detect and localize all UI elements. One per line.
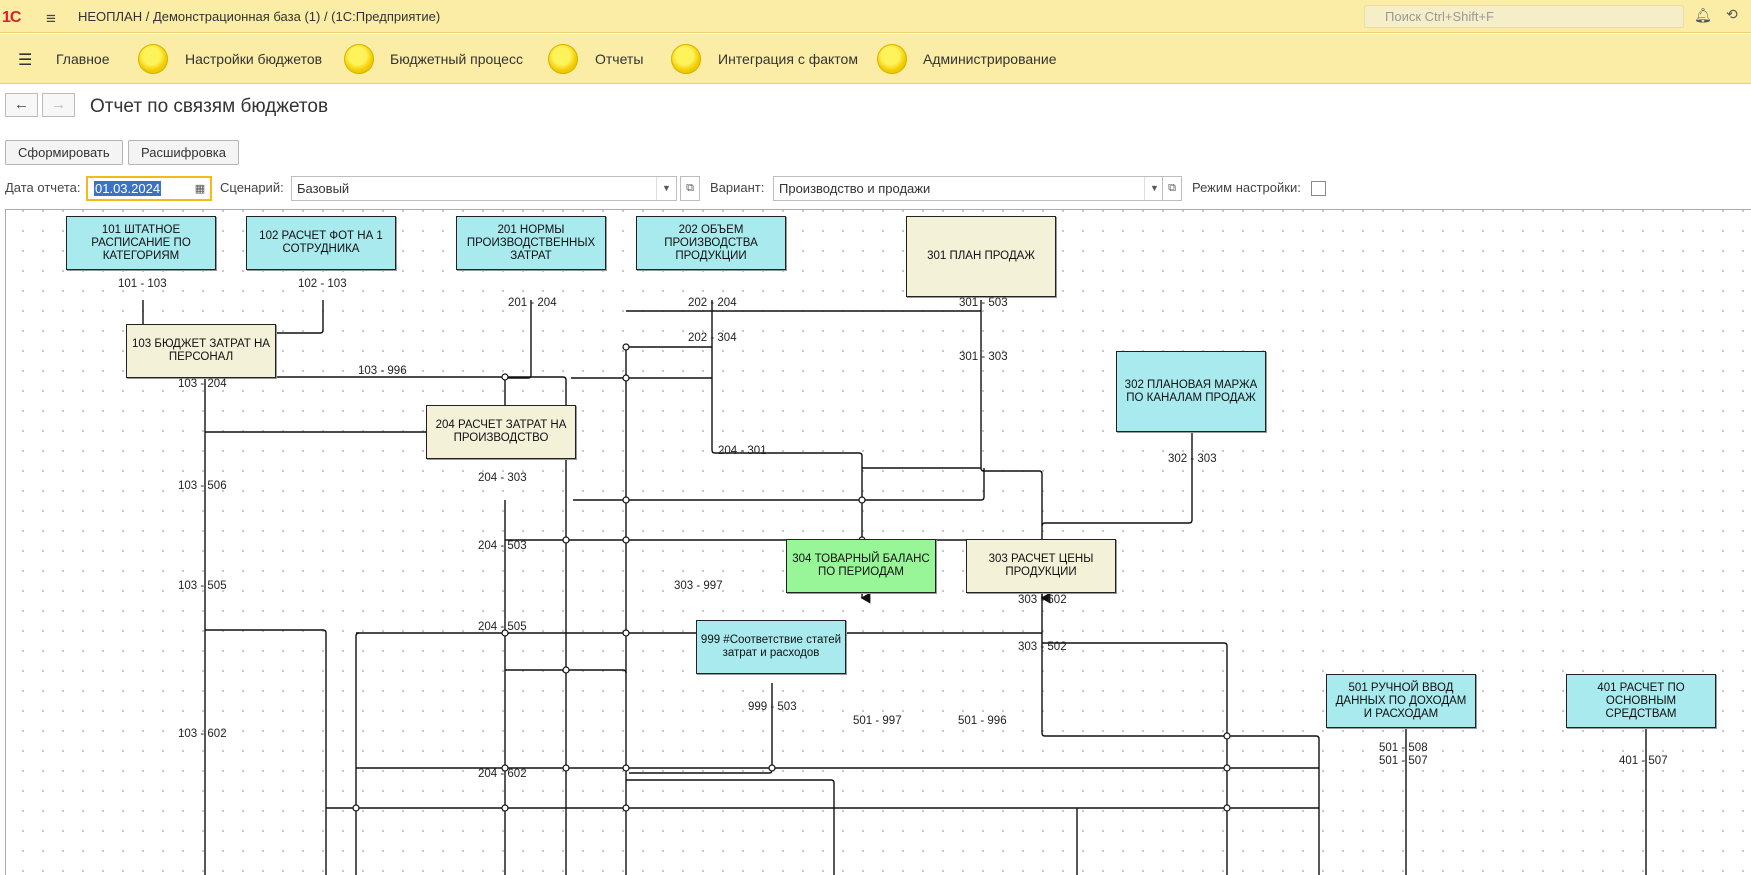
edge-label: 301 - 503 (959, 297, 1008, 309)
window-title: НЕОПЛАН / Демонстрационная база (1) / (1… (78, 9, 441, 24)
edge-label: 201 - 204 (508, 297, 557, 309)
variant-field[interactable]: Производство и продажи ▼ (773, 176, 1165, 201)
section-reports[interactable]: Отчеты (595, 51, 644, 67)
edge-label: 103 - 506 (178, 480, 227, 492)
edge-label: 202 - 304 (688, 332, 737, 344)
diagram-node-101[interactable]: 101 ШТАТНОЕ РАСПИСАНИЕ ПО КАТЕГОРИЯМ (66, 216, 216, 270)
edge-label: 204 - 303 (478, 472, 527, 484)
diagram-node-103[interactable]: 103 БЮДЖЕТ ЗАТРАТ НА ПЕРСОНАЛ (126, 324, 276, 378)
variant-open-icon[interactable]: ⧉ (1162, 176, 1182, 201)
edge-label: 501 - 996 (958, 715, 1007, 727)
edge-label: 303 - 602 (1018, 594, 1067, 606)
diagram-node-204[interactable]: 204 РАСЧЕТ ЗАТРАТ НА ПРОИЗВОДСТВО (426, 405, 576, 459)
notifications-bell-icon[interactable]: 🔔︎ (1694, 7, 1712, 23)
diagram-node-301[interactable]: 301 ПЛАН ПРОДАЖ (906, 216, 1056, 297)
diagram-canvas[interactable]: 101 ШТАТНОЕ РАСПИСАНИЕ ПО КАТЕГОРИЯМ 102… (5, 209, 1751, 875)
variant-value: Производство и продажи (779, 181, 931, 196)
section-budget-process-icon[interactable] (344, 44, 374, 74)
edge-label: 204 - 301 (718, 445, 767, 457)
section-budget-settings-icon[interactable] (138, 44, 168, 74)
edge-label: 103 - 505 (178, 580, 227, 592)
section-budget-settings[interactable]: Настройки бюджетов (185, 51, 323, 67)
diagram-node-303[interactable]: 303 РАСЧЕТ ЦЕНЫ ПРОДУКЦИИ (966, 539, 1116, 593)
diagram-node-304[interactable]: 304 ТОВАРНЫЙ БАЛАНС ПО ПЕРИОДАМ (786, 539, 936, 593)
edge-label: 204 - 602 (478, 768, 527, 780)
edge-label: 102 - 103 (298, 278, 347, 290)
back-button[interactable]: ← (5, 93, 38, 117)
section-integration[interactable]: Интеграция с фактом (718, 51, 858, 67)
variant-dropdown-icon[interactable]: ▼ (1144, 177, 1164, 200)
scenario-label: Сценарий: (220, 180, 284, 195)
setup-mode-checkbox[interactable] (1311, 181, 1326, 196)
edge-label: 103 - 996 (358, 365, 407, 377)
app-logo: 1С (2, 9, 21, 26)
diagram-node-202[interactable]: 202 ОБЪЕМ ПРОИЗВОДСТВА ПРОДУКЦИИ (636, 216, 786, 270)
diagram-node-501[interactable]: 501 РУЧНОЙ ВВОД ДАННЫХ ПО ДОХОДАМ И РАСХ… (1326, 674, 1476, 728)
section-main[interactable]: Главное (56, 51, 110, 67)
edge-label: 501 - 507 (1379, 755, 1428, 767)
sections-panel: ☰ Главное Настройки бюджетов Бюджетный п… (0, 34, 1751, 84)
edge-label: 301 - 303 (959, 351, 1008, 363)
scenario-open-icon[interactable]: ⧉ (680, 176, 700, 201)
variant-label: Вариант: (710, 180, 765, 195)
edge-label: 103 - 204 (178, 378, 227, 390)
edge-label: 103 - 602 (178, 728, 227, 740)
diagram-node-302[interactable]: 302 ПЛАНОВАЯ МАРЖА ПО КАНАЛАМ ПРОДАЖ (1116, 351, 1266, 432)
edge-label: 401 - 507 (1619, 755, 1668, 767)
edge-label: 302 - 303 (1168, 453, 1217, 465)
decode-button[interactable]: Расшифровка (128, 140, 239, 165)
history-icon[interactable]: ⟲ (1726, 6, 1738, 22)
diagram-node-201[interactable]: 201 НОРМЫ ПРОИЗВОДСТВЕННЫХ ЗАТРАТ (456, 216, 606, 270)
edge-label: 303 - 502 (1018, 641, 1067, 653)
date-field[interactable]: 01.03.2024 ▦ (86, 176, 212, 201)
scenario-field[interactable]: Базовый ▼ (291, 176, 677, 201)
generate-button[interactable]: Сформировать (5, 140, 123, 165)
edge-label: 204 - 505 (478, 621, 527, 633)
edge-label: 999 - 503 (748, 701, 797, 713)
diagram-node-999[interactable]: 999 #Соответствие статей затрат и расход… (696, 620, 846, 674)
sections-menu-icon[interactable]: ☰ (18, 52, 33, 69)
page-title: Отчет по связям бюджетов (90, 96, 329, 117)
section-reports-icon[interactable] (548, 44, 578, 74)
edge-label: 303 - 997 (674, 580, 723, 592)
edge-label: 101 - 103 (118, 278, 167, 290)
setup-mode-label: Режим настройки: (1192, 180, 1301, 195)
diagram-node-401[interactable]: 401 РАСЧЕТ ПО ОСНОВНЫМ СРЕДСТВАМ (1566, 674, 1716, 728)
scenario-value: Базовый (297, 181, 350, 196)
diagram-node-102[interactable]: 102 РАСЧЕТ ФОТ НА 1 СОТРУДНИКА (246, 216, 396, 270)
search-input[interactable]: Поиск Ctrl+Shift+F (1364, 5, 1684, 28)
edge-label: 501 - 997 (853, 715, 902, 727)
main-menu-icon[interactable]: ≡ (46, 9, 56, 28)
title-bar: 1С ≡ НЕОПЛАН / Демонстрационная база (1)… (0, 0, 1751, 33)
section-administration-icon[interactable] (877, 44, 907, 74)
date-value: 01.03.2024 (94, 181, 162, 196)
scenario-dropdown-icon[interactable]: ▼ (656, 177, 676, 200)
edge-label: 204 - 503 (478, 540, 527, 552)
calendar-icon[interactable]: ▦ (194, 183, 206, 195)
section-budget-process[interactable]: Бюджетный процесс (390, 51, 523, 67)
forward-button[interactable]: → (42, 93, 75, 117)
edge-label: 501 - 508 (1379, 742, 1428, 754)
date-label: Дата отчета: (5, 180, 81, 195)
section-integration-icon[interactable] (671, 44, 701, 74)
edge-label: 202 - 204 (688, 297, 737, 309)
section-administration[interactable]: Администрирование (923, 51, 1057, 67)
